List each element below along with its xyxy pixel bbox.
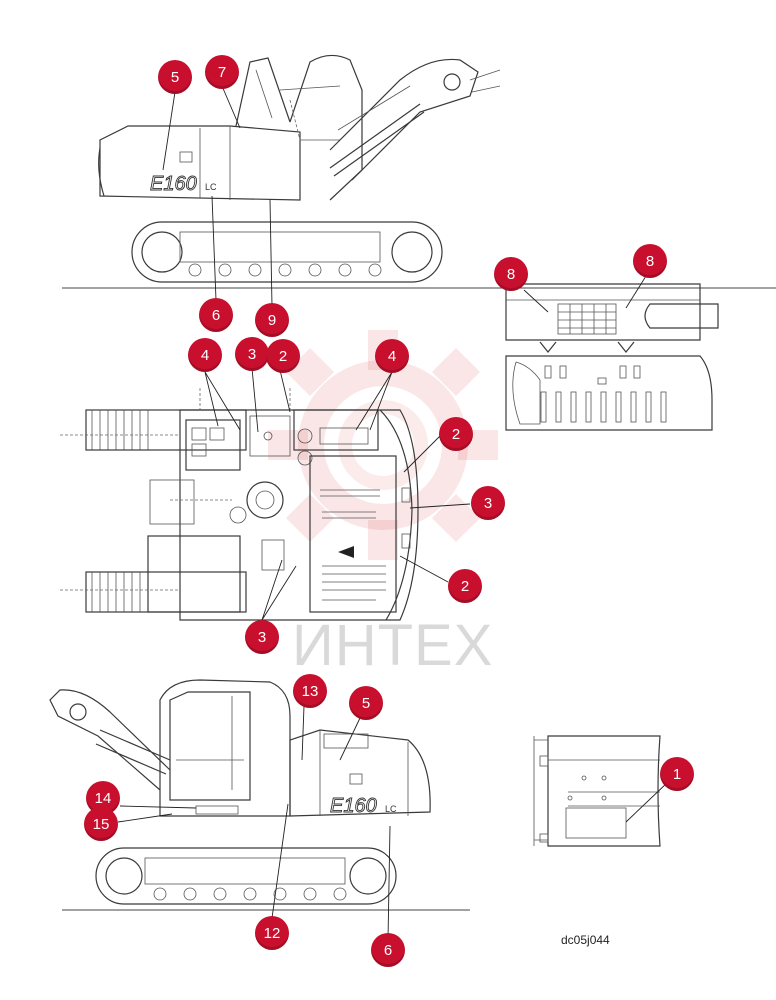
callout-5-top: 5	[158, 60, 192, 94]
callout-4-right: 4	[375, 339, 409, 373]
excavator-plan-view	[60, 388, 419, 621]
panel-detail-bottom-right	[533, 735, 661, 847]
counterweight-detail-top-right	[505, 283, 719, 431]
callout-1: 1	[660, 757, 694, 791]
callout-5-bottom: 5	[349, 686, 383, 720]
watermark-text: ИНТЕХ	[292, 613, 494, 678]
callout-7-top: 7	[205, 55, 239, 89]
excavator-side-view-bottom: E160 LC	[49, 679, 470, 911]
callout-12: 12	[255, 916, 289, 950]
excavator-side-view-top: E160 LC	[62, 54, 776, 289]
svg-text:E160: E160	[330, 795, 377, 817]
callout-3-lower: 3	[245, 620, 279, 654]
callout-6-bottom: 6	[371, 933, 405, 967]
svg-text:LC: LC	[385, 804, 397, 814]
callout-13: 13	[293, 674, 327, 708]
callout-2-upper: 2	[266, 339, 300, 373]
callout-6-top: 6	[199, 298, 233, 332]
callout-3-upper: 3	[235, 337, 269, 371]
callout-4-left: 4	[188, 338, 222, 372]
leader-lines	[117, 85, 669, 941]
callout-8-left: 8	[494, 257, 528, 291]
callout-2-rear-lower: 2	[448, 569, 482, 603]
callout-3-rear: 3	[471, 486, 505, 520]
callout-9-top: 9	[255, 303, 289, 337]
drawing-id: dc05j044	[561, 933, 610, 947]
callout-2-rear-upper: 2	[439, 417, 473, 451]
svg-text:E160: E160	[150, 173, 197, 195]
callout-8-right: 8	[633, 244, 667, 278]
callout-15: 15	[84, 807, 118, 841]
svg-text:LC: LC	[205, 182, 217, 192]
